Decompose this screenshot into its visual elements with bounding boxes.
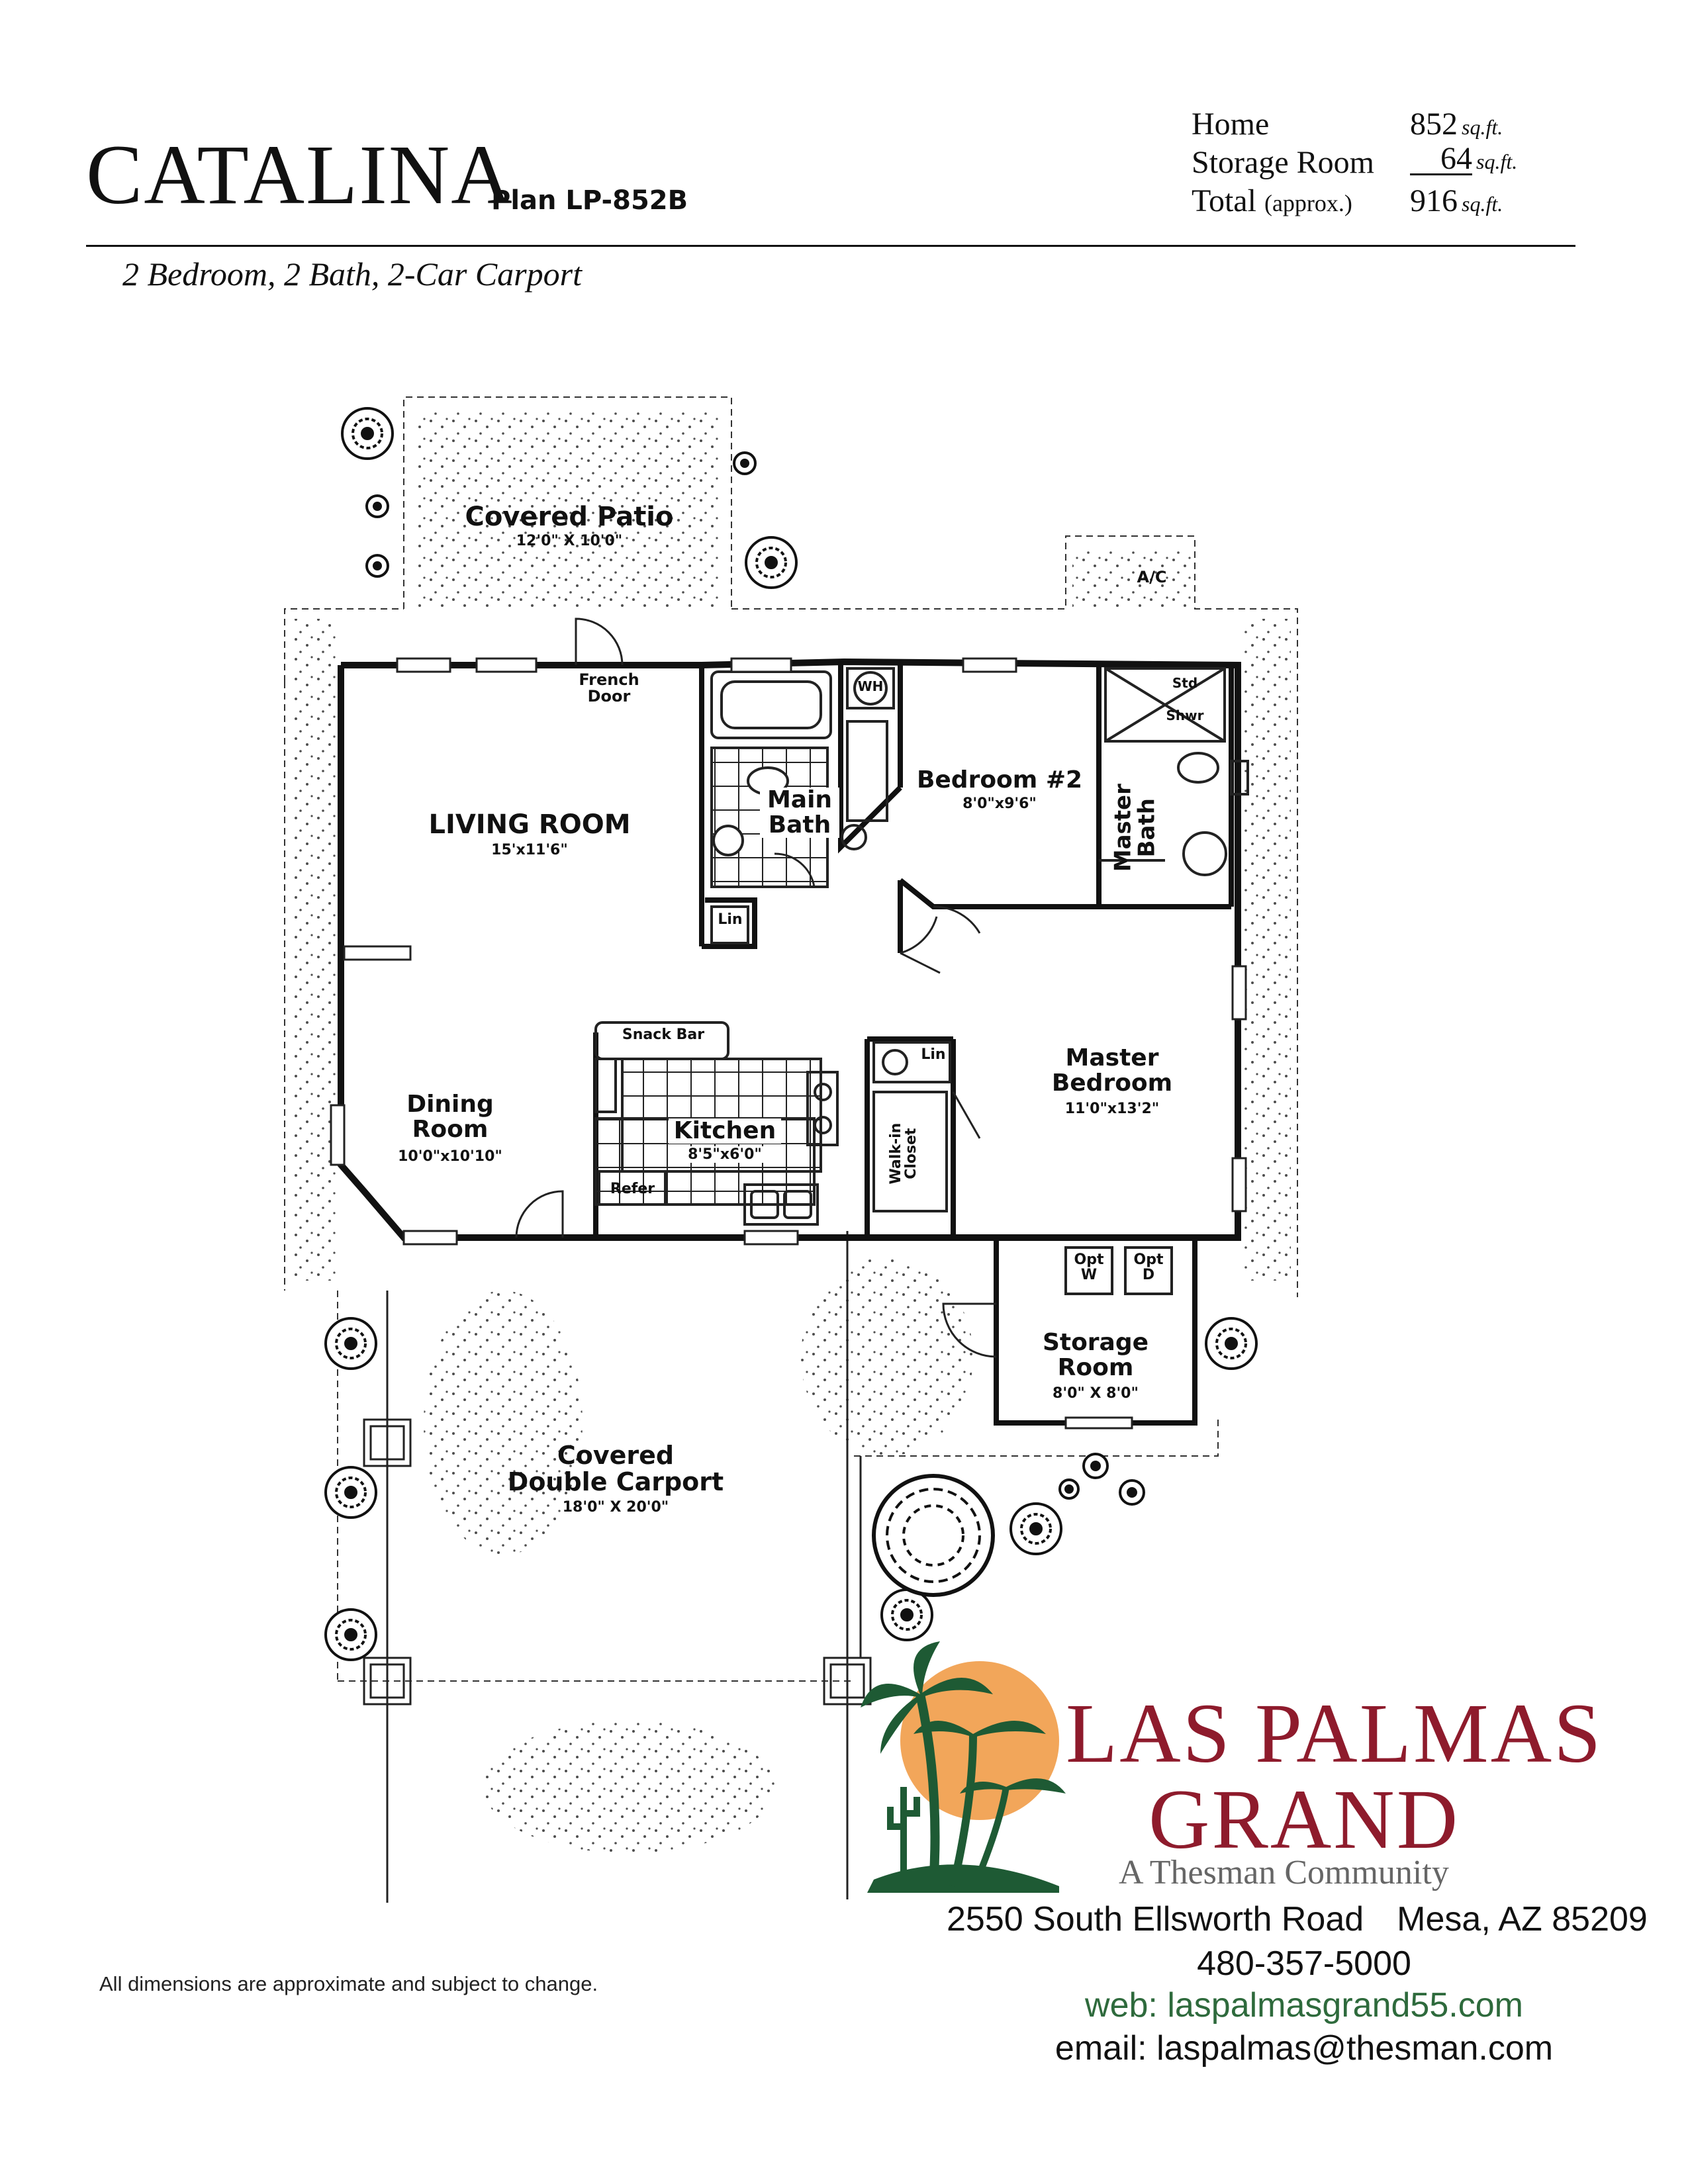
dim-dining-room: 10'0"x10'10" xyxy=(398,1148,502,1165)
door-swings xyxy=(515,617,997,1358)
area-label-total: Total (approx.) xyxy=(1192,183,1352,219)
label-master-bedroom-line2: Bedroom xyxy=(1051,1069,1173,1097)
area-label-total-note: (approx.) xyxy=(1264,190,1352,216)
label-opt-d-line2: D xyxy=(1142,1267,1155,1284)
brand-tagline: A Thesman Community xyxy=(1119,1854,1449,1891)
label-walk-in-closet-line2: Closet xyxy=(903,1128,919,1179)
label-opt-w-line2: W xyxy=(1080,1267,1098,1284)
area-label-storage: Storage Room xyxy=(1192,145,1374,180)
dim-bedroom-2: 8'0"x9'6" xyxy=(962,796,1037,812)
brand-logo-graphic xyxy=(861,1641,1066,1893)
plan-subtitle: 2 Bedroom, 2 Bath, 2-Car Carport xyxy=(122,255,582,293)
label-std-shwr: Std Shwr xyxy=(1152,676,1218,723)
brand-email-link[interactable]: email: laspalmas@thesman.com xyxy=(1055,2029,1554,2068)
label-opt-d-line1: Opt xyxy=(1133,1251,1164,1268)
header-divider xyxy=(86,245,1575,247)
label-opt-d: Opt D xyxy=(1127,1252,1170,1283)
label-french-door: French Door xyxy=(569,670,649,706)
brand-web-link[interactable]: web: laspalmasgrand55.com xyxy=(1085,1986,1523,2025)
dim-covered-patio: 12'0" X 10'0" xyxy=(516,533,623,549)
plan-number: Plan LP-852B xyxy=(491,185,688,216)
area-unit-home: sq.ft. xyxy=(1462,115,1503,139)
dim-master-bedroom: 11'0"x13'2" xyxy=(1064,1101,1160,1117)
brand-phone: 480-357-5000 xyxy=(1197,1944,1411,1983)
label-std-shwr-line1: Std xyxy=(1172,675,1198,691)
plan-title: CATALINA xyxy=(86,128,514,222)
stipple-fills xyxy=(291,410,1291,1853)
area-label-home: Home xyxy=(1192,107,1270,142)
label-dining-room: Dining Room xyxy=(371,1092,530,1142)
area-value-total: 916 xyxy=(1410,183,1458,218)
brand-address-line: 2550 South Ellsworth Road Mesa, AZ 85209 xyxy=(947,1899,1662,1939)
closet-fixtures xyxy=(872,1041,1173,1295)
label-storage-room: Storage Room xyxy=(1019,1330,1172,1381)
brand-city: Mesa, AZ 85209 xyxy=(1397,1900,1648,1938)
label-master-bedroom-line1: Master xyxy=(1065,1044,1159,1071)
label-refer: Refer xyxy=(610,1181,655,1197)
label-ac: A/C xyxy=(1137,568,1167,586)
label-carport-line2: Double Carport xyxy=(507,1467,724,1496)
label-lin-2: Lin xyxy=(921,1046,946,1063)
label-main-bath-line1: Main xyxy=(767,786,833,813)
area-value-home: 852 xyxy=(1410,107,1458,142)
windows xyxy=(330,657,1247,1430)
label-dining-room-line2: Room xyxy=(412,1115,489,1143)
dim-storage-room: 8'0" X 8'0" xyxy=(1053,1385,1139,1402)
label-main-bath-line2: Bath xyxy=(768,811,831,839)
label-std-shwr-line2: Shwr xyxy=(1166,707,1204,723)
area-label-total-text: Total xyxy=(1192,183,1256,218)
brand-name-line2: GRAND xyxy=(1149,1772,1460,1866)
label-storage-room-line1: Storage xyxy=(1042,1329,1149,1356)
label-bedroom-2: Bedroom #2 xyxy=(916,766,1083,794)
label-carport-line1: Covered xyxy=(557,1441,675,1470)
area-unit-total: sq.ft. xyxy=(1462,192,1503,216)
label-covered-patio: Covered Patio xyxy=(465,502,674,532)
area-value-storage: 64 xyxy=(1410,143,1472,175)
main-bath-fixtures xyxy=(710,667,895,944)
label-dining-room-line1: Dining xyxy=(406,1091,494,1118)
label-walk-in-closet-line1: Walk-in xyxy=(887,1122,904,1185)
label-kitchen: Kitchen xyxy=(669,1118,781,1144)
dim-carport: 18'0" X 20'0" xyxy=(562,1499,669,1516)
master-bath-fixtures xyxy=(1099,667,1249,876)
shrubs xyxy=(324,407,1258,1661)
area-unit-storage: sq.ft. xyxy=(1476,150,1518,173)
label-lin-1: Lin xyxy=(718,911,743,928)
label-main-bath: Main Bath xyxy=(760,788,839,838)
label-master-bedroom: Master Bedroom xyxy=(1026,1046,1198,1096)
label-carport: Covered Double Carport xyxy=(483,1441,748,1496)
brand-address: 2550 South Ellsworth Road xyxy=(947,1900,1364,1938)
label-walk-in-closet: Walk-in Closet xyxy=(888,1104,919,1203)
label-storage-room-line2: Room xyxy=(1057,1353,1134,1381)
label-opt-w-line1: Opt xyxy=(1074,1251,1104,1268)
label-french-door-line1: French xyxy=(579,670,639,689)
label-master-bath: Master Bath xyxy=(1109,784,1160,872)
label-snack-bar: Snack Bar xyxy=(622,1026,705,1043)
exterior-walls xyxy=(338,658,1241,1241)
dim-living-room: 15'x11'6" xyxy=(491,842,568,858)
dim-kitchen: 8'5"x6'0" xyxy=(669,1146,781,1163)
disclaimer: All dimensions are approximate and subje… xyxy=(99,1972,598,1995)
label-living-room: LIVING ROOM xyxy=(428,809,631,840)
label-wh: WH xyxy=(857,678,884,694)
label-french-door-line2: Door xyxy=(587,687,631,706)
label-opt-w: Opt W xyxy=(1067,1252,1111,1283)
brand-name-line1: LAS PALMAS xyxy=(1066,1686,1603,1780)
